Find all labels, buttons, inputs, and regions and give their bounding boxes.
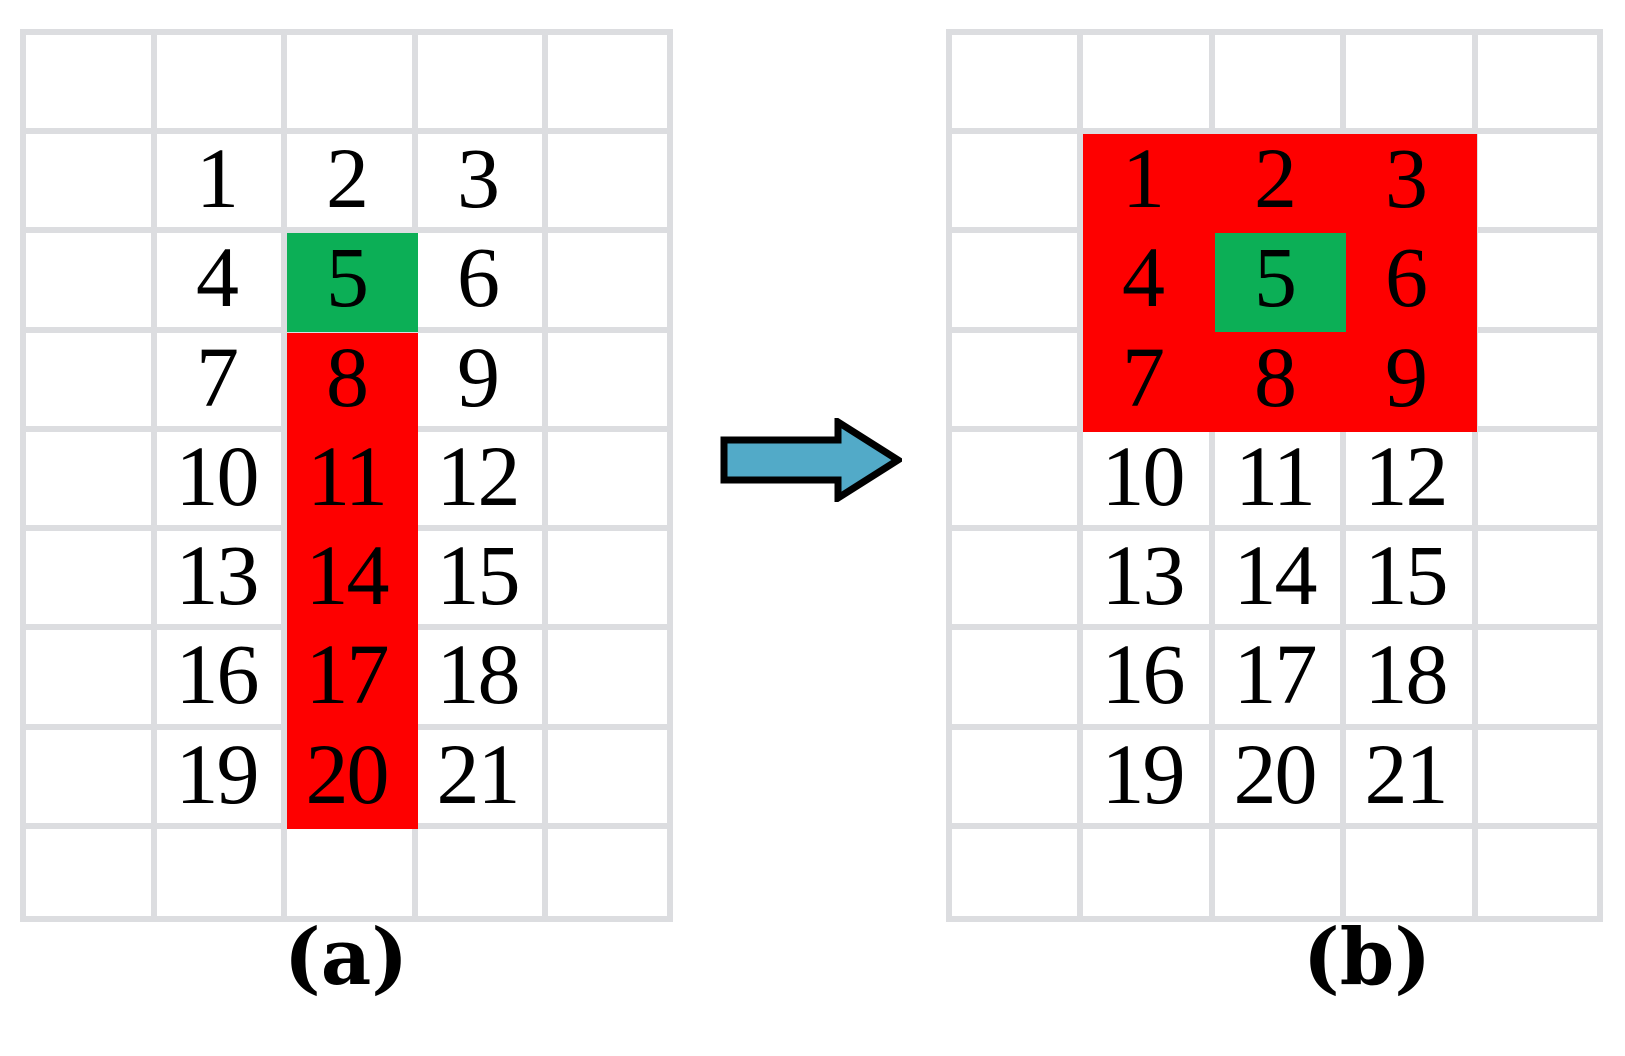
panel-a-label: (a) bbox=[283, 912, 409, 1003]
grid-line-horizontal bbox=[20, 128, 673, 134]
grid-line-horizontal bbox=[20, 29, 673, 35]
grid-cell-number: 8 bbox=[1254, 328, 1297, 425]
region-fill-red bbox=[287, 333, 418, 829]
grid-line-horizontal bbox=[946, 823, 1603, 829]
grid-line-vertical bbox=[946, 29, 952, 922]
grid-cell-number: 5 bbox=[326, 228, 369, 325]
grid-cell-number: 6 bbox=[457, 228, 500, 325]
grid-cell-number: 12 bbox=[436, 427, 521, 524]
grid-line-vertical bbox=[1209, 29, 1215, 922]
grid-cell-number: 7 bbox=[196, 328, 239, 425]
grid-line-vertical bbox=[281, 29, 287, 922]
grid-cell-number: 12 bbox=[1364, 427, 1449, 524]
transition-arrow bbox=[720, 415, 905, 505]
grid-line-vertical bbox=[20, 29, 26, 922]
grid-cell-number: 2 bbox=[326, 129, 369, 226]
grid-cell-number: 18 bbox=[1364, 625, 1449, 722]
grid-line-horizontal bbox=[946, 624, 1603, 630]
grid-cell-number: 5 bbox=[1254, 228, 1297, 325]
grid-line-vertical bbox=[151, 29, 157, 922]
grid-line-horizontal bbox=[946, 916, 1603, 922]
grid-cell-number: 1 bbox=[1122, 129, 1165, 226]
grid-cell-number: 11 bbox=[1235, 427, 1316, 524]
grid-line-vertical bbox=[1340, 29, 1346, 922]
grid-line-horizontal bbox=[946, 724, 1603, 730]
grid-cell-number: 2 bbox=[1254, 129, 1297, 226]
grid-cell-number: 19 bbox=[1101, 725, 1186, 822]
grid-cell-number: 1 bbox=[196, 129, 239, 226]
grid-cell-number: 9 bbox=[1385, 328, 1428, 425]
grid-cell-number: 11 bbox=[307, 427, 388, 524]
grid-cell-number: 17 bbox=[1233, 625, 1318, 722]
grid-cell-number: 18 bbox=[436, 625, 521, 722]
grid-cell-number: 13 bbox=[1101, 526, 1186, 623]
grid-cell-number: 3 bbox=[457, 129, 500, 226]
grid-cell-number: 21 bbox=[1364, 725, 1449, 822]
grid-cell-number: 16 bbox=[1101, 625, 1186, 722]
grid-line-vertical bbox=[1472, 29, 1478, 922]
grid-cell-number: 4 bbox=[1122, 228, 1165, 325]
region-fill-green bbox=[1215, 233, 1346, 332]
grid-cell-number: 21 bbox=[436, 725, 521, 822]
grid-cell-number: 10 bbox=[175, 427, 260, 524]
right-arrow-icon bbox=[720, 415, 905, 505]
grid-cell-number: 10 bbox=[1101, 427, 1186, 524]
grid-cell-number: 20 bbox=[305, 725, 390, 822]
panel-b-label: (b) bbox=[1302, 912, 1432, 1003]
grid-cell-number: 16 bbox=[175, 625, 260, 722]
region-fill-green bbox=[287, 233, 418, 332]
grid-cell-number: 15 bbox=[436, 526, 521, 623]
grid-cell-number: 9 bbox=[457, 328, 500, 425]
grid-line-vertical bbox=[667, 29, 673, 922]
grid-cell-number: 17 bbox=[305, 625, 390, 722]
grid-cell-number: 14 bbox=[1233, 526, 1318, 623]
grid-cell-number: 13 bbox=[175, 526, 260, 623]
grid-line-horizontal bbox=[20, 916, 673, 922]
grid-cell-number: 20 bbox=[1233, 725, 1318, 822]
grid-cell-number: 14 bbox=[305, 526, 390, 623]
grid-line-horizontal bbox=[946, 29, 1603, 35]
grid-cell-number: 6 bbox=[1385, 228, 1428, 325]
grid-cell-number: 8 bbox=[326, 328, 369, 425]
grid-cell-number: 7 bbox=[1122, 328, 1165, 425]
grid-cell-number: 15 bbox=[1364, 526, 1449, 623]
grid-line-horizontal bbox=[946, 525, 1603, 531]
grid-cell-number: 3 bbox=[1385, 129, 1428, 226]
grid-cell-number: 19 bbox=[175, 725, 260, 822]
grid-cell-number: 4 bbox=[196, 228, 239, 325]
grid-line-vertical bbox=[1077, 29, 1083, 922]
grid-line-horizontal bbox=[20, 227, 673, 233]
grid-line-vertical bbox=[1597, 29, 1603, 922]
grid-line-horizontal bbox=[946, 128, 1603, 134]
grid-line-vertical bbox=[542, 29, 548, 922]
